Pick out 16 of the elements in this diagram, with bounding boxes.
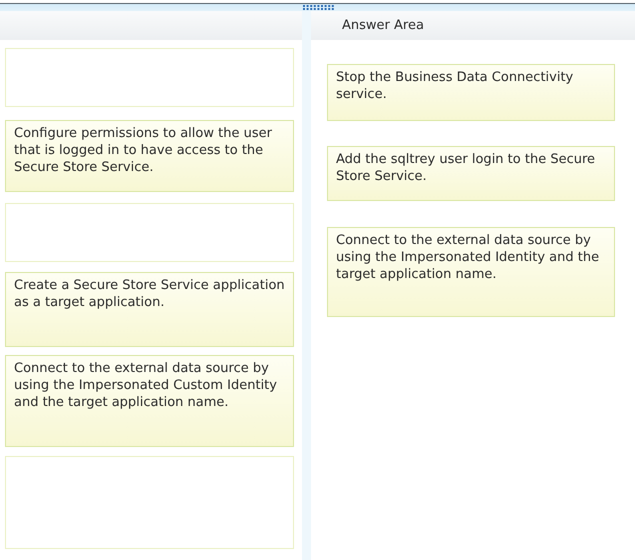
option-text: Add the sqltrey user login to the Secure Store Service. [336,151,596,185]
option-text: Create a Secure Store Service application as a target application. [14,277,285,311]
option-text: Configure permissions to allow the user that is logged in to have access to the Secure Store Service. [14,125,273,176]
option-card [5,272,294,347]
option-text: Connect to the external data source by using the Impersonated Identity and the target application name. [336,232,600,283]
empty-slot [5,48,294,107]
option-text: Connect to the external data source by using the Impersonated Custom Identity and the target application name. [14,360,278,411]
empty-slot [5,203,294,262]
panel-title: Answer Area [342,18,424,33]
option-card [327,64,615,121]
option-card [327,146,615,201]
option-card [327,227,615,317]
empty-slot [5,456,294,549]
option-card [5,355,294,447]
option-text: Stop the Business Data Connectivity service. [336,69,574,103]
option-card [5,120,294,192]
